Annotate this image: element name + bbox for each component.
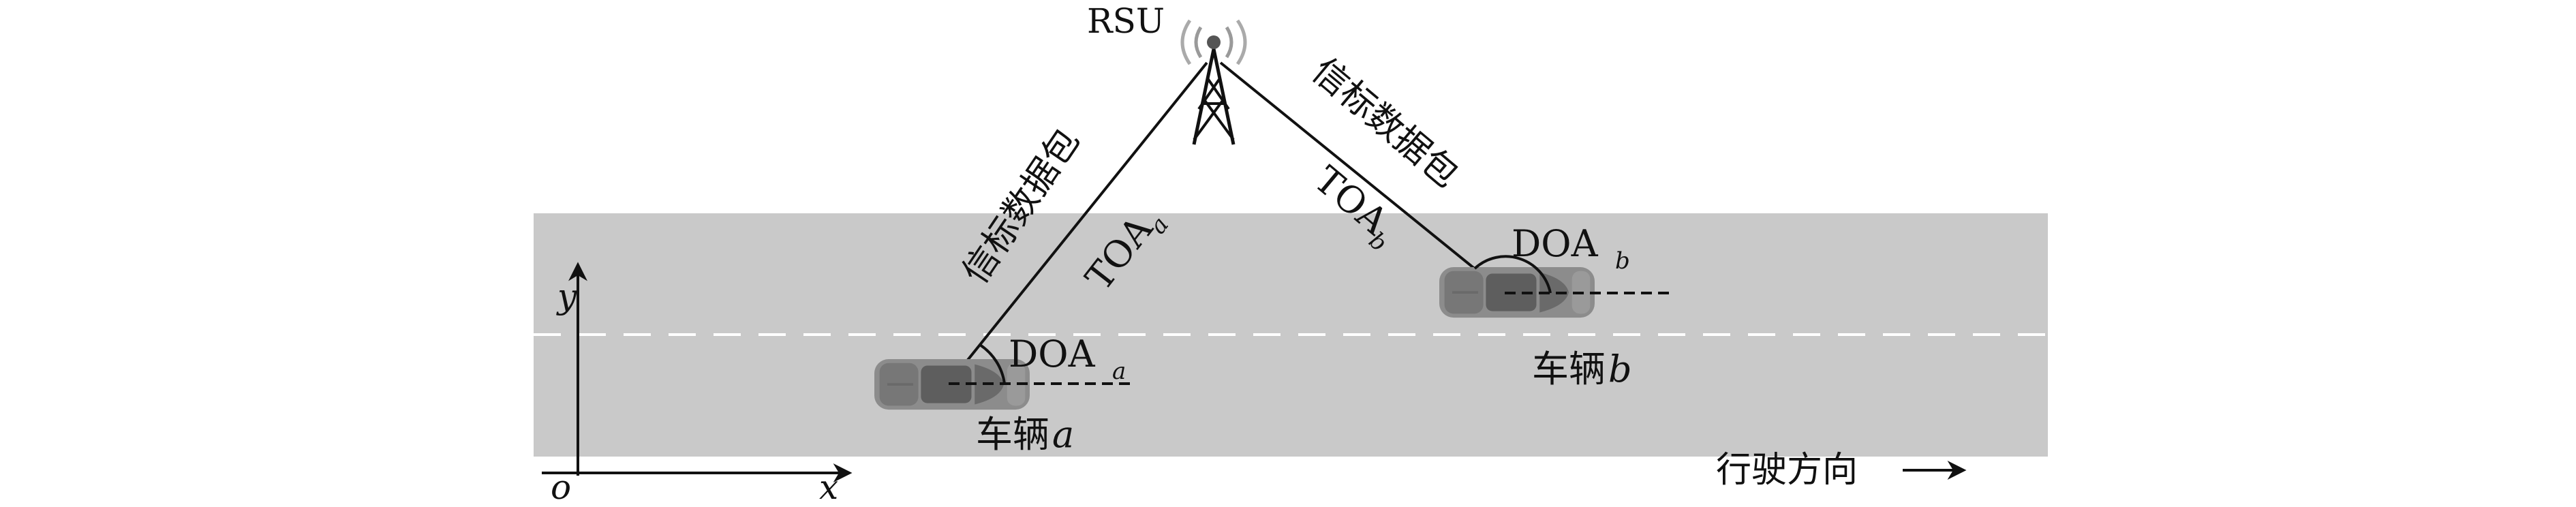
x-axis-label: x <box>819 467 838 507</box>
travel-direction-label: 行驶方向 <box>1716 450 1858 491</box>
svg-text:a: a <box>1052 413 1074 456</box>
vehicle-a-label: 车辆 a <box>976 413 1074 456</box>
link-rsu-vehicle-b <box>1219 61 1506 294</box>
doa-a-label: DOA a <box>1009 333 1126 385</box>
vehicle-b: DOA b 车辆 b <box>1438 222 1673 390</box>
vehicle-b-label: 车辆 b <box>1532 348 1632 390</box>
svg-text:车辆: 车辆 <box>1532 348 1606 390</box>
svg-text:b: b <box>1608 348 1632 390</box>
antenna-tower-icon <box>1180 19 1247 145</box>
svg-text:a: a <box>1112 358 1126 385</box>
coordinate-axes: y o x <box>542 262 853 507</box>
rsu-label: RSU <box>1087 1 1165 41</box>
vehicle-a: DOA a 车辆 a <box>873 333 1135 456</box>
svg-text:DOA: DOA <box>1009 333 1096 375</box>
svg-text:车辆: 车辆 <box>976 413 1049 456</box>
doa-b-label: DOA b <box>1512 222 1630 275</box>
svg-text:DOA: DOA <box>1512 222 1599 265</box>
doa-a-angle-arc <box>979 343 1006 384</box>
car-icon <box>1438 266 1596 320</box>
y-axis-label: y <box>556 277 577 316</box>
svg-text:b: b <box>1615 247 1630 275</box>
travel-direction: 行驶方向 <box>1716 450 1967 491</box>
link-rsu-vehicle-a <box>947 61 1208 385</box>
origin-label: o <box>551 467 571 507</box>
doa-b-angle-arc <box>1473 255 1552 294</box>
